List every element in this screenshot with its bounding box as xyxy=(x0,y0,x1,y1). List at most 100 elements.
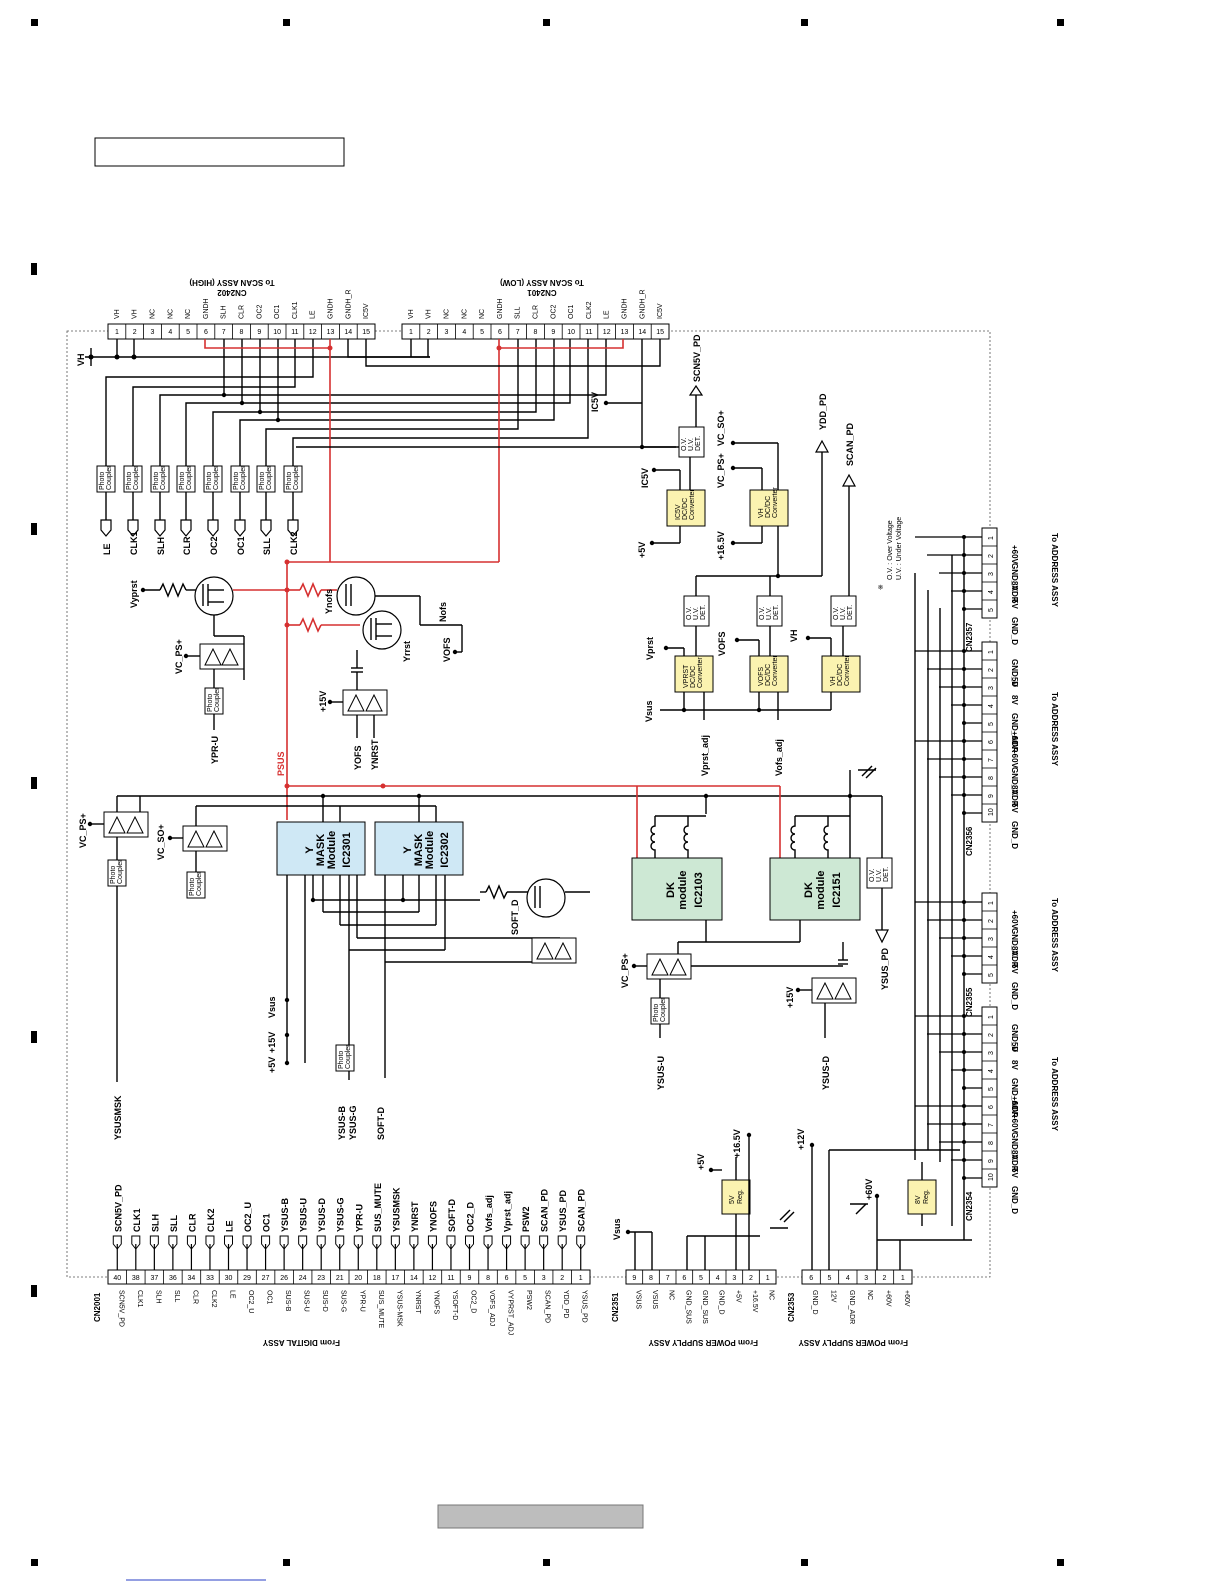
cn2401-signal-10: CLK2 xyxy=(586,301,593,319)
svg-text:U.V.: U.V. xyxy=(766,607,773,620)
cn2001-signal-19: OC2_D xyxy=(470,1290,477,1313)
label-p60v: +60V xyxy=(864,1179,874,1200)
cn2354-signal-0: GND_D xyxy=(1010,1024,1019,1052)
svg-text:Converter: Converter xyxy=(697,657,704,688)
cn2354-pin-10: 10 xyxy=(988,1173,995,1181)
cn2001-signal-4: CLR xyxy=(191,1290,198,1304)
cn2001-pin-27: 27 xyxy=(262,1275,270,1282)
svg-text:Reg.: Reg. xyxy=(923,1189,930,1204)
cn2402-signal-13: GNDH_R xyxy=(345,289,352,319)
cn2356-signal-0: GND_D xyxy=(1010,659,1019,687)
dk-wiring: VC_PS+ Photo Coupler YSUS-U +15V YSUS-D … xyxy=(620,765,893,1090)
cn2001-pin-38: 38 xyxy=(132,1275,140,1282)
cn2001-signal-11: SUS-D xyxy=(321,1290,328,1312)
cn2357-signal-4: GND_D xyxy=(1010,617,1019,645)
cn2001-signal-1: CLK1 xyxy=(136,1290,143,1308)
cn2355-signal-4: GND_D xyxy=(1010,982,1019,1010)
cn2001-pin-24: 24 xyxy=(299,1275,307,1282)
cn2001-label-20: Vofs_adj xyxy=(484,1195,494,1232)
svg-text:DET.: DET. xyxy=(847,605,854,620)
cn2001-signal-12: SUS-G xyxy=(340,1290,347,1312)
cn2351-source: From POWER SUPPLY ASSY xyxy=(648,1338,758,1347)
cn2402-signal-10: CLK1 xyxy=(292,301,299,319)
label-psus: PSUS xyxy=(276,751,286,776)
label-ysus-pd: YSUS_PD xyxy=(880,947,890,990)
cn2354-signal-1: 5V xyxy=(1010,1042,1019,1052)
label-ysus-u: YSUS-U xyxy=(656,1056,666,1090)
cn2402-signal-4: NC xyxy=(185,309,192,319)
cn2401-pin-13: 13 xyxy=(621,329,629,336)
address-trunk xyxy=(914,537,965,1240)
cn2001-signal-0: SCN5V_PD xyxy=(117,1290,124,1327)
cn2357-signal-2: 8V xyxy=(1010,581,1019,591)
cn2353-pin-6: 6 xyxy=(809,1275,813,1282)
cn2401-signal-2: NC xyxy=(444,309,451,319)
cn2401-signal-14: IC5V xyxy=(657,303,664,319)
cn2001-pin-26: 26 xyxy=(280,1275,288,1282)
photocoupler-text2-1: Coupler xyxy=(133,465,140,490)
cn2356-pin-8: 8 xyxy=(988,776,995,780)
cn2001-signal-15: YSUS-MSK xyxy=(395,1290,402,1327)
svg-text:Y: Y xyxy=(402,846,414,854)
cn2001-label-15: YSUSMSK xyxy=(391,1187,401,1232)
label-p16v-2: +16.5V xyxy=(732,1129,742,1158)
photocoupler-text1-5: Photo xyxy=(233,472,240,490)
cn2001-label-10: YSUS-U xyxy=(299,1198,309,1232)
photocoupler-text2-4: Coupler xyxy=(213,465,220,490)
label-vofs-adj: Vofs_adj xyxy=(774,739,784,776)
cn2355-signal-1: GND_ADR xyxy=(1010,928,1019,968)
cn2351-signal-3: GND_SUS xyxy=(684,1290,691,1324)
ypr-switch: Vyprst VC_PS+ Photo Coupler YPR-U xyxy=(129,576,287,764)
label-ic5v-conv: IC5V xyxy=(640,468,650,488)
cn2356-signal-2: 8V xyxy=(1010,695,1019,705)
cn2001-label-2: SLH xyxy=(150,1214,160,1232)
svg-text:DC/DC: DC/DC xyxy=(690,666,697,688)
cn2357-name: CN2357 xyxy=(965,622,974,652)
cn2354-pin-9: 9 xyxy=(988,1159,995,1163)
pc-ysusb-text1: Photo xyxy=(338,1051,345,1069)
photocoupler-text2-6: Coupler xyxy=(266,465,273,490)
cn2353-signal-3: NC xyxy=(866,1290,873,1300)
label-vc-so-1: VC_SO+ xyxy=(156,824,166,860)
label-soft-d-2: SOFT_D xyxy=(510,899,520,935)
cn2402-pin-13: 13 xyxy=(327,329,335,336)
cn2402-pin-14: 14 xyxy=(344,329,352,336)
cn2354-pin-1: 1 xyxy=(988,1015,995,1019)
pc-so-text1: Photo xyxy=(189,878,196,896)
cn2001-label-17: YNOFS xyxy=(428,1201,438,1232)
cn2354-signal-2: 8V xyxy=(1010,1060,1019,1070)
label-ynrst: YNRST xyxy=(370,739,380,770)
label-vc-ps-3: VC_PS+ xyxy=(620,953,630,988)
cn2001-source: From DIGITAL ASSY xyxy=(262,1338,340,1347)
cn2001-pin-40: 40 xyxy=(113,1275,121,1282)
svg-text:DK: DK xyxy=(803,882,815,898)
pc-output-clk1: CLK1 xyxy=(129,531,139,555)
pc-msk-text1: Photo xyxy=(110,866,117,884)
cn2001-label-8: OC1 xyxy=(262,1213,272,1232)
cn2001-signal-6: LE xyxy=(229,1290,236,1299)
svg-text:IC2151: IC2151 xyxy=(831,872,843,907)
svg-text:U.V.: U.V. xyxy=(840,607,847,620)
cn2001-signal-10: SUS-U xyxy=(303,1290,310,1312)
svg-text:5V: 5V xyxy=(729,1195,736,1204)
cn2401-pin-8: 8 xyxy=(534,329,538,336)
label-vc-ps-4: VC_PS+ xyxy=(716,453,726,488)
cn2355-signal-3: 5V xyxy=(1010,964,1019,974)
svg-text:O.V.: O.V. xyxy=(833,607,840,620)
pc-ysusu-text2: Coupler xyxy=(660,997,667,1022)
svg-text:Reg.: Reg. xyxy=(737,1189,744,1204)
label-p5v-3: +5V xyxy=(696,1154,706,1170)
dk-module-ic2151: DK module IC2151 xyxy=(769,815,861,921)
cn2356-signal-9: GND_D xyxy=(1010,821,1019,849)
label-vyprst: Vyprst xyxy=(129,580,139,608)
cn2001-signal-14: SUS_MUTE xyxy=(377,1290,384,1328)
cn2355-pin-4: 4 xyxy=(988,955,995,959)
cn2001-pin-36: 36 xyxy=(169,1275,177,1282)
cn2402-pin-7: 7 xyxy=(222,329,226,336)
svg-text:U.V.: U.V. xyxy=(876,869,883,882)
cn2354-pin-6: 6 xyxy=(988,1105,995,1109)
cn2355-pin-1: 1 xyxy=(988,901,995,905)
pc-ypr-text1: Photo xyxy=(207,694,214,712)
svg-text:IC2103: IC2103 xyxy=(693,872,705,907)
